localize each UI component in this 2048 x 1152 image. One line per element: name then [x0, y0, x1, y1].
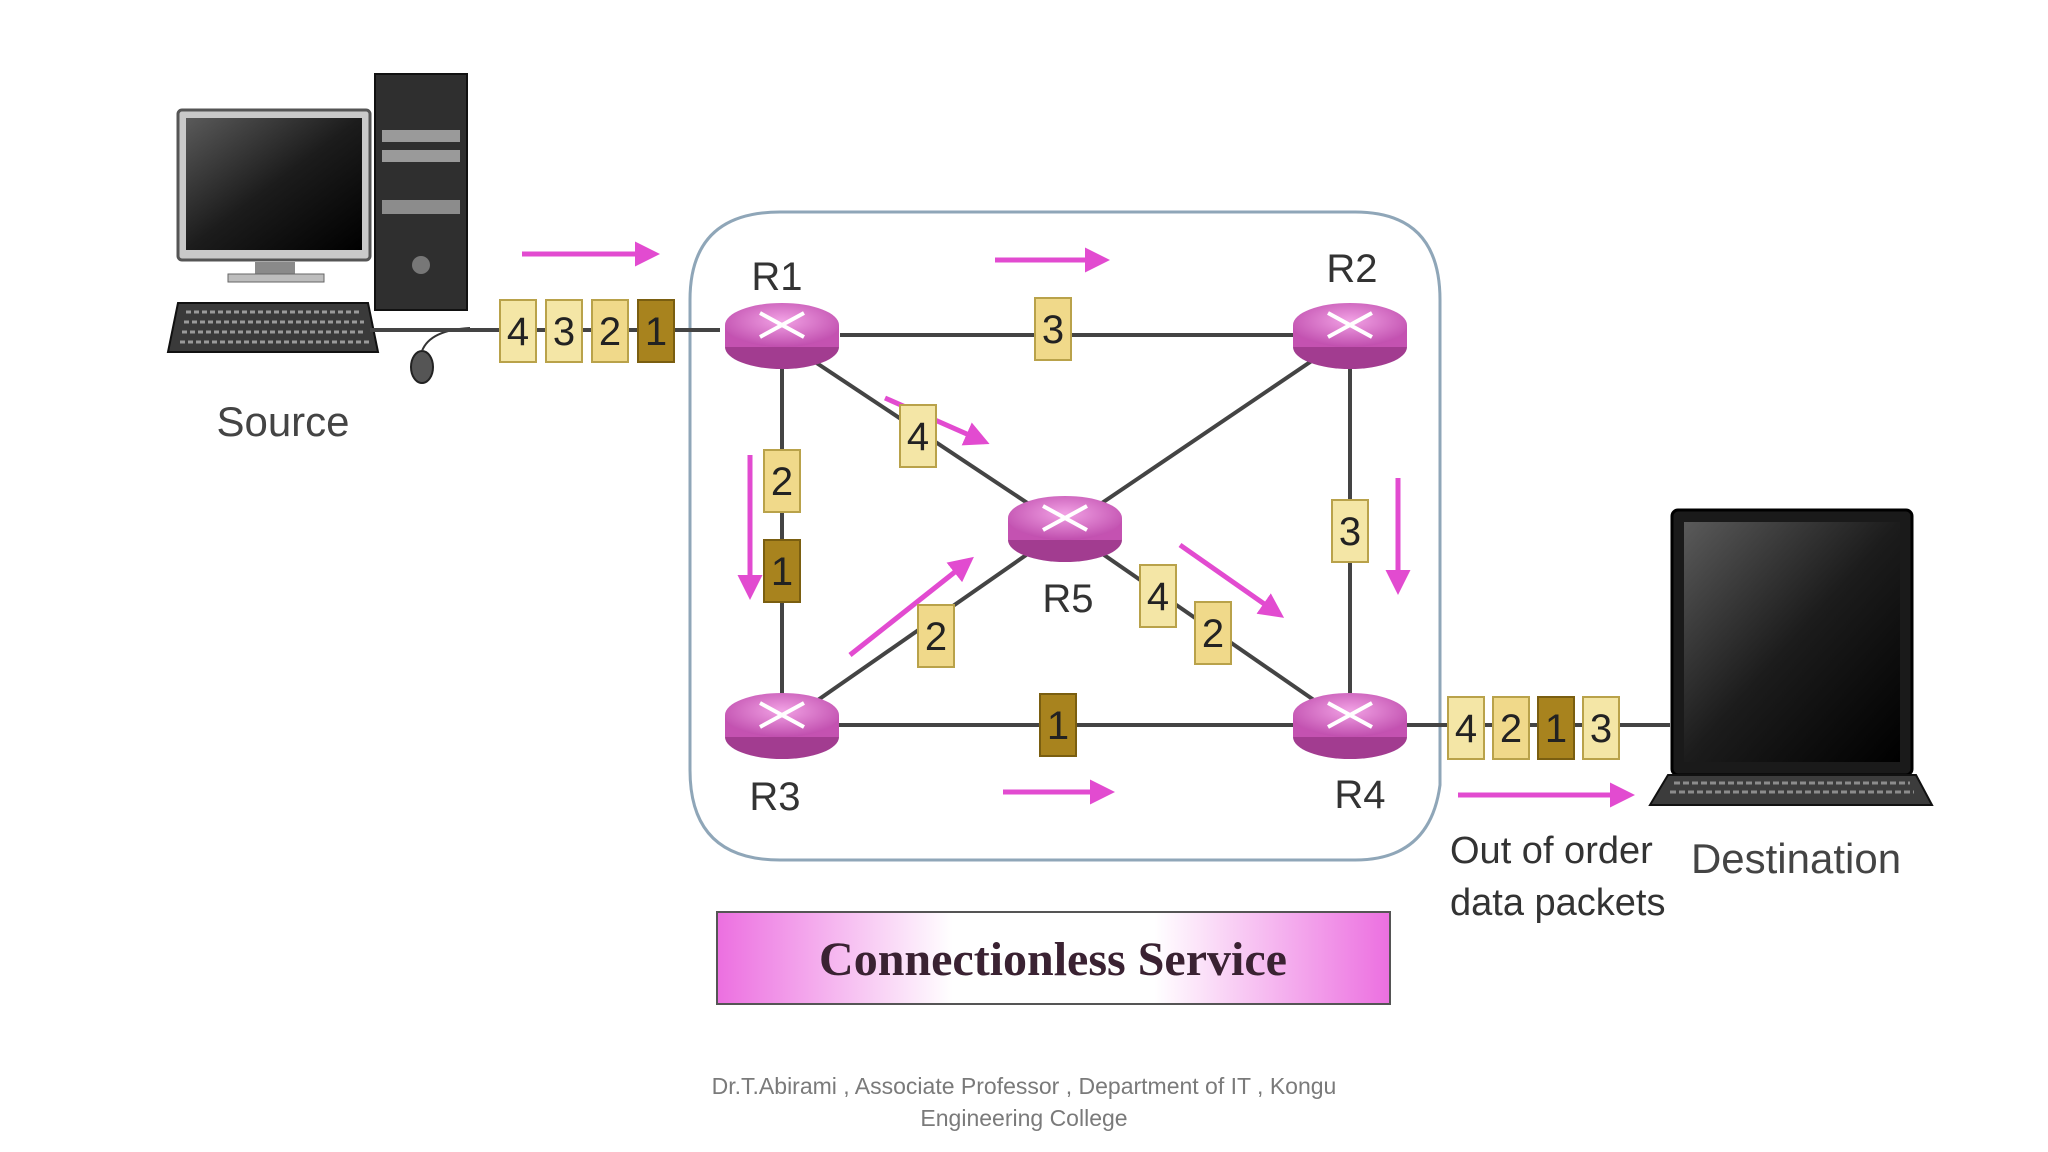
packet-number: 1	[645, 310, 667, 354]
r2-r5-link	[1063, 333, 1352, 530]
packet-number: 1	[1545, 707, 1567, 751]
packet: 1	[637, 299, 675, 363]
diagram-title: Connectionless Service	[819, 933, 1287, 986]
source-label: Source	[216, 398, 349, 445]
packet-number: 3	[1590, 707, 1612, 751]
packet: 2	[591, 299, 629, 363]
packet-number: 4	[1455, 707, 1477, 751]
packet: 3	[1331, 499, 1369, 563]
packet: 1	[763, 539, 801, 603]
router-r4-icon	[1293, 693, 1407, 759]
footer-line-2: Engineering College	[920, 1105, 1128, 1131]
packet-number: 1	[771, 550, 793, 594]
packet: 2	[1492, 696, 1530, 760]
packet-number: 2	[599, 310, 621, 354]
destination-laptop-icon	[1648, 508, 1934, 806]
router-r1-icon	[725, 303, 839, 369]
packet: 2	[917, 604, 955, 668]
packet: 3	[545, 299, 583, 363]
router-r3-label: R3	[749, 775, 800, 819]
packet-number: 4	[907, 415, 929, 459]
packet: 3	[1034, 297, 1072, 361]
footer-line-1: Dr.T.Abirami , Associate Professor , Dep…	[711, 1073, 1337, 1099]
packet: 2	[1194, 601, 1232, 665]
packet: 2	[763, 449, 801, 513]
packet: 4	[1139, 564, 1177, 628]
source-packet-queue: 4 3 2 1	[499, 299, 675, 363]
packet-number: 2	[1500, 707, 1522, 751]
source-computer-icon	[166, 73, 471, 384]
router-r4-label: R4	[1334, 773, 1385, 817]
network-cloud-boundary	[688, 210, 1442, 862]
footer-credit: Dr.T.Abirami , Associate Professor , Dep…	[0, 1070, 2048, 1134]
router-r2-label: R2	[1326, 247, 1377, 291]
out-of-order-caption-line1: Out of order	[1450, 830, 1653, 872]
packet: 4	[899, 404, 937, 468]
router-r3-icon	[725, 693, 839, 759]
destination-label: Destination	[1691, 835, 1901, 882]
packet-number: 2	[771, 460, 793, 504]
arrow-r5-r4	[1178, 542, 1285, 618]
packet-number: 2	[925, 615, 947, 659]
packet: 4	[1447, 696, 1485, 760]
packet: 3	[1582, 696, 1620, 760]
router-r2-icon	[1293, 303, 1407, 369]
packet-number: 1	[1047, 704, 1069, 748]
router-r5-label: R5	[1042, 577, 1093, 621]
arrow-r3-r5	[848, 556, 974, 657]
packet-number: 3	[553, 310, 575, 354]
packet-number: 2	[1202, 612, 1224, 656]
packet-number: 4	[1147, 575, 1169, 619]
title-banner	[716, 911, 1391, 1005]
packet-number: 4	[507, 310, 529, 354]
packet-number: 3	[1339, 510, 1361, 554]
packet: 4	[499, 299, 537, 363]
router-r5-icon	[1008, 496, 1122, 562]
out-of-order-caption-line2: data packets	[1450, 882, 1665, 924]
packet: 1	[1039, 693, 1077, 757]
packet-number: 3	[1042, 308, 1064, 352]
router-r1-label: R1	[751, 255, 802, 299]
packet: 1	[1537, 696, 1575, 760]
destination-packet-queue: 4 2 1 3	[1447, 696, 1620, 760]
